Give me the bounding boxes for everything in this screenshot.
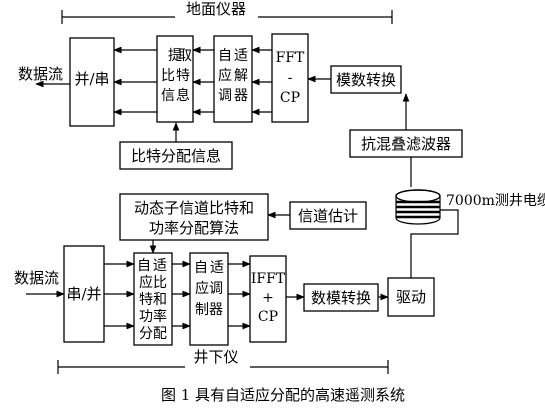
extract-char-4: 信: [161, 88, 175, 104]
algo-line-2: 功率分配算法: [149, 219, 239, 237]
mod-line-0: 自: [194, 260, 208, 276]
downhole-title: 井下仪: [193, 348, 238, 366]
fft-to-demod-arrows: [251, 46, 272, 116]
ifft-line-2: CP: [258, 309, 278, 325]
bit-alloc-info-label: 比特分配信息: [131, 147, 221, 165]
downhole-extent-marker: [57, 360, 389, 374]
alloc-line-5: 分配: [139, 326, 167, 342]
sp-to-alloc-arrows: [104, 260, 135, 330]
demod-char-1: 适: [234, 48, 248, 64]
anti-alias-filter-box: [349, 129, 463, 158]
extract-to-ps-arrows: [113, 46, 157, 116]
alloc-line-4: 功率: [139, 308, 167, 325]
dac-box: [303, 283, 379, 312]
alloc-line-3: 特和: [139, 292, 167, 308]
fft-line-1: -: [288, 70, 293, 86]
ground-ps-box: [69, 37, 115, 127]
demod-to-extract-arrows: [192, 46, 214, 116]
ifft-cp-box: [249, 255, 287, 343]
mod-line-2: 应调: [195, 280, 223, 297]
dac-label: 数模转换: [311, 289, 371, 307]
extract-char-1: 取: [178, 48, 192, 64]
bit-alloc-info-box: [119, 141, 233, 170]
channel-estimation-box: [289, 201, 367, 230]
cable-label: 7000m测井电缆: [446, 193, 545, 209]
algo-line-1: 动态子信道比特和: [134, 199, 254, 217]
ifft-line-1: +: [262, 290, 274, 306]
ground-ps-label: 并/串: [74, 70, 109, 88]
fft-line-0: FFT: [276, 50, 305, 66]
alloc-line-2: 应比: [139, 274, 167, 291]
extract-char-3: 特: [176, 68, 190, 84]
ground-extent-marker: [61, 10, 393, 24]
adc-label: 模数转换: [336, 71, 396, 89]
alloc-to-mod-arrows: [172, 260, 191, 330]
extract-char-0: 提: [168, 48, 182, 64]
adc-box: [330, 65, 402, 94]
ifft-line-0: IFFT: [251, 271, 286, 287]
mod-to-ifft-arrows: [228, 260, 251, 330]
extract-bits-box: [156, 35, 194, 123]
cable-reel-icon: [395, 157, 459, 278]
adaptive-modulator-box: [189, 252, 229, 346]
driver-box: [387, 277, 435, 317]
figure-caption: 图 1 具有自适应分配的高速遥测系统: [161, 386, 405, 404]
demod-char-2: 应: [218, 67, 232, 84]
mod-line-1: 适: [210, 260, 224, 276]
alloc-line-1: 适: [153, 258, 167, 274]
demod-char-3: 解: [234, 68, 248, 84]
fft-line-2: CP: [280, 90, 300, 106]
demod-char-5: 器: [234, 88, 248, 104]
fft-cp-box: [271, 33, 309, 123]
downhole-sp-label: 串/并: [66, 285, 101, 303]
extract-char-2: 比: [161, 68, 175, 84]
anti-alias-filter-label: 抗混叠滤波器: [361, 135, 451, 153]
allocation-algorithm-box: [119, 193, 269, 241]
mod-line-3: 制器: [195, 302, 223, 318]
ground-title: 地面仪器: [186, 0, 246, 18]
downhole-data-flow-label: 数据流: [14, 269, 59, 287]
demod-char-0: 自: [218, 48, 232, 64]
adaptive-allocation-box: [133, 252, 173, 346]
driver-label: 驱动: [396, 288, 426, 306]
alloc-line-0: 自: [137, 258, 151, 274]
ground-data-flow-label: 数据流: [18, 65, 63, 83]
downhole-sp-box: [63, 245, 105, 343]
channel-estimation-label: 信道估计: [298, 207, 358, 225]
extract-char-5: 息: [176, 87, 190, 104]
demod-char-4: 调: [218, 88, 232, 104]
